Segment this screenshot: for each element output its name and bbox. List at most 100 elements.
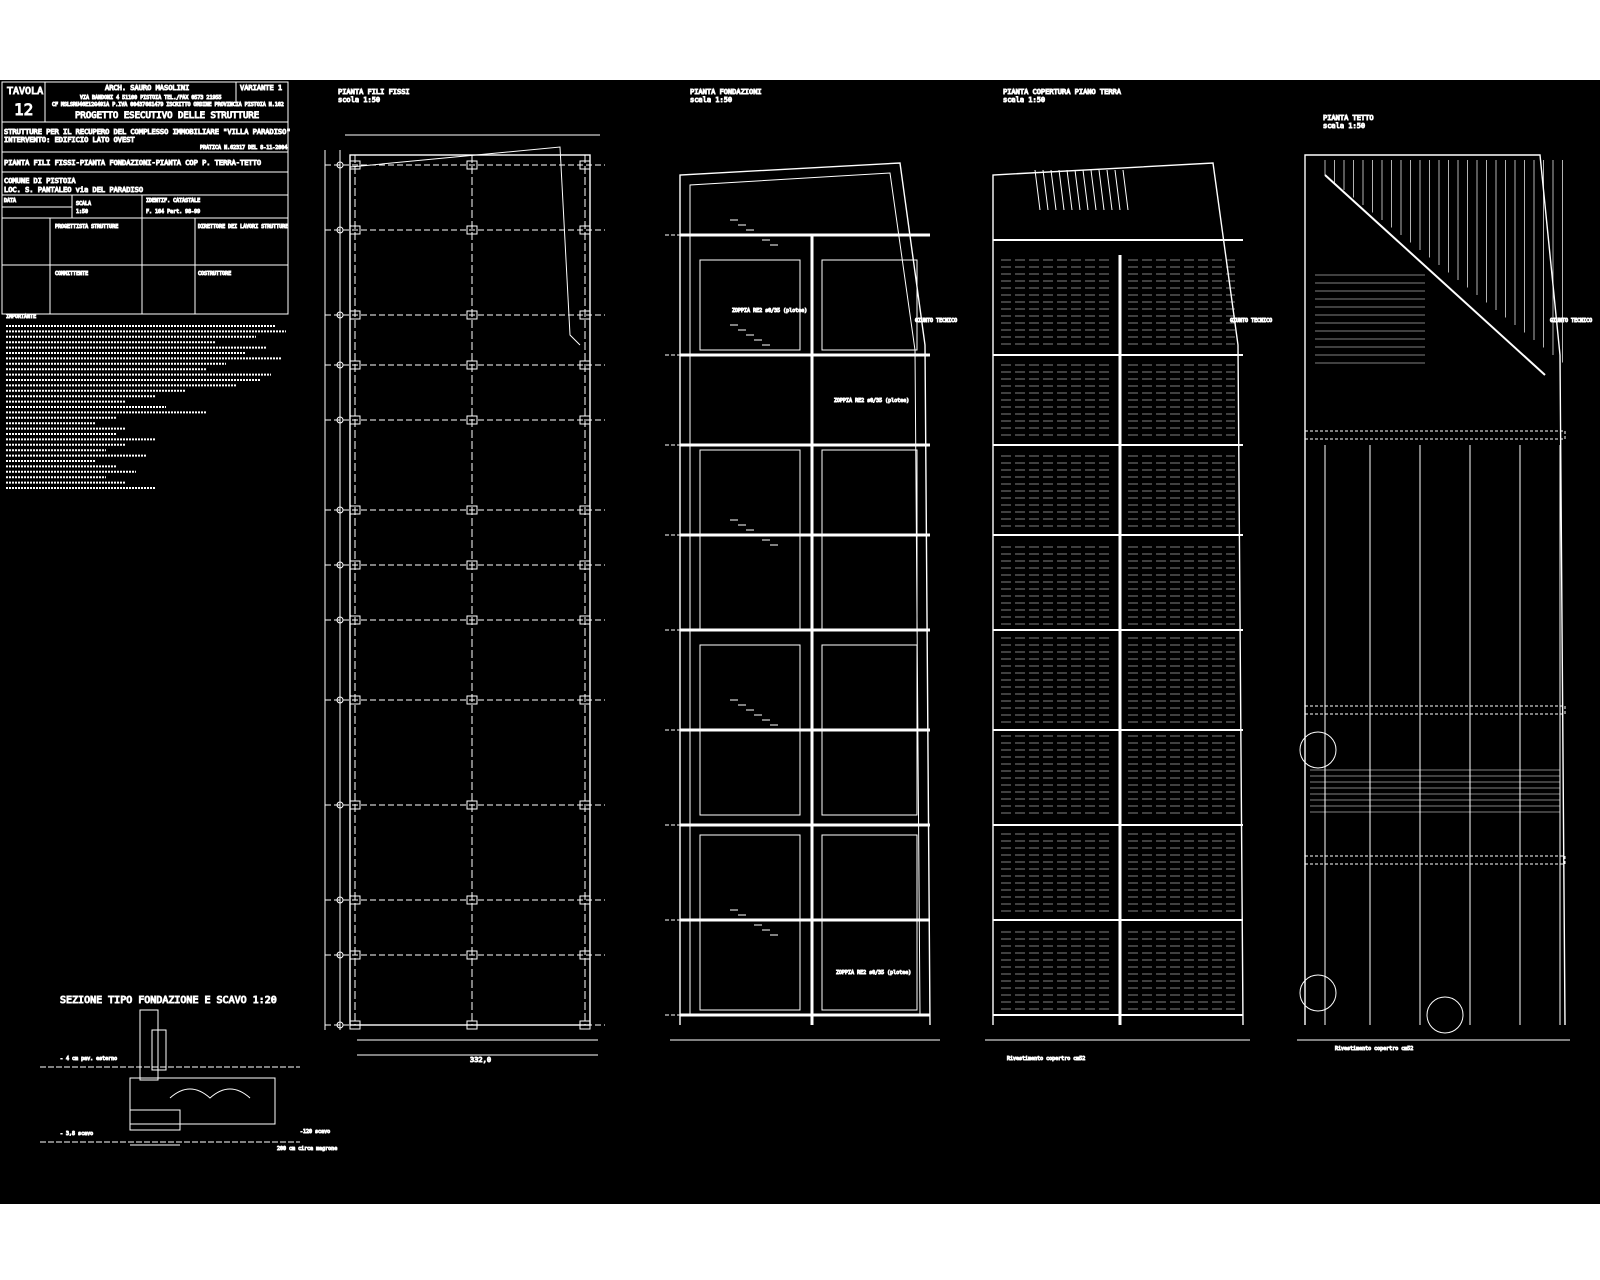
costruttore-label: COSTRUTTORE [198,271,231,277]
column-marker [466,225,478,235]
plan-fili-fissi-scale: scola 1:50 [338,96,380,104]
committente-label: COMMITTENTE [55,271,88,277]
cad-drawing: TAVOLA 12 ARCH. SAURO MASOLINI VIA BANDO… [1,81,1593,1153]
foundation-plinth [699,259,801,351]
plan-tetto-scale: scala 1:50 [1323,122,1365,130]
column-marker [466,415,478,425]
column-marker [579,225,591,235]
project-title: PROGETTO ESECUTIVO DELLE STRUTTURE [75,111,259,121]
tetto-outline [1304,154,1566,1026]
catasto-value: F. 164 Part. 98-99 [146,209,200,215]
wall-cap [151,1029,167,1071]
comune-label: COMUNE DI PISTOIA [4,177,76,185]
fondazioni-label-2: ZOPPIA RE2 s0/35 (plotee) [834,398,909,404]
section-label-1: - 4 cm pav. esterno [60,1056,117,1062]
foundation-plinth [821,834,918,1011]
scala-value: 1:50 [76,209,88,215]
column-marker [579,505,591,515]
project-intervention: INTERVENTO: EDIFICIO LATO OVEST [4,136,135,144]
column-marker [349,225,361,235]
column-marker [349,560,361,570]
plan-fondazioni-scale: scala 1:50 [690,96,732,104]
stair-tread [1034,169,1041,211]
plan-copertura-title: PIANTA COPERTURA PIANO TERRA [1003,88,1122,96]
wall-section [139,1009,159,1081]
project-protocol: PRATICA N.62317 DEL 8-11-2004 [200,145,287,151]
column-marker [349,310,361,320]
detail-callout [1299,731,1337,769]
section-label-3: 200 cm circa magrone [277,1146,337,1152]
fondazioni-label-1: ZOPPIA RE2 s0/35 (plotee) [732,308,807,314]
plan-fili-fissi: PIANTA FILI FISSI scola 1:50 332,0 [324,88,605,1065]
column-marker [466,695,478,705]
column-marker [349,800,361,810]
scala-label: SCALA [76,201,91,207]
section-label-2: - 3,8 scavo [60,1131,93,1137]
foundation-plinth [699,644,801,816]
plan-copertura: PIANTA COPERTURA PIANO TERRA scala 1:50 … [985,88,1273,1063]
plan-skew-line [349,146,581,346]
notes-block: IMPORTANTE [6,314,286,489]
plan-fili-fissi-total: 332,0 [470,1056,491,1064]
ring-beam [1304,855,1566,865]
architect-address: VIA BANDONI 4 51100 PISTOIA TEL./FAX 057… [80,95,221,101]
column-marker [579,160,591,170]
column-marker [579,310,591,320]
column-marker [466,800,478,810]
plan-tetto: PIANTA TETTO scala 1:50 GIUNTO TECNICO R… [1297,114,1593,1053]
column-marker [349,950,361,960]
plan-fili-fissi-title: PIANTA FILI FISSI [338,88,410,96]
roof-outline [992,162,1244,1026]
plan-outline [349,154,591,1026]
foundation-slab [129,1077,276,1125]
plan-tetto-footer: Rivestimento copertro cm52 [1335,1046,1413,1052]
plan-tetto-title: PIANTA TETTO [1323,114,1374,122]
plan-fondazioni-joint: GIUNTO TECNICO [915,318,957,324]
direttore-label: DIRETTORE DEI LAVORI STRUTTURE [198,224,288,230]
column-marker [466,160,478,170]
project-description: STRUTTURE PER IL RECUPERO DEL COMPLESSO … [4,128,291,136]
column-marker [579,1020,591,1030]
stair-tread [1050,169,1057,211]
data-label: DATA [4,198,16,204]
igloo-formwork [169,1088,251,1099]
section-detail: SEZIONE TIPO FONDAZIONE E SCAVO 1:20 - 4… [40,995,338,1153]
column-marker [466,310,478,320]
foundation-plinth [821,449,918,631]
plan-copertura-joint: GIUNTO TECNICO [1230,318,1272,324]
section-label-4: -120 scavo [300,1129,330,1135]
tavola-number: 12 [14,100,33,119]
column-marker [466,1020,478,1030]
column-marker [579,560,591,570]
column-marker [466,360,478,370]
column-marker [466,505,478,515]
foundation-footing [129,1109,181,1131]
stair-tread [1058,169,1065,211]
stair-tread [1122,169,1129,211]
foundation-plinth [821,259,918,351]
hip-rafter [1324,174,1546,376]
detail-callout [1299,974,1337,1012]
plan-fondazioni: PIANTA FONDAZIONI scala 1:50 GIUNTO TECN… [665,88,958,1041]
plan-tetto-joint: GIUNTO TECNICO [1550,318,1592,324]
column-marker [349,415,361,425]
foundation-outline [679,162,931,1026]
column-marker [466,615,478,625]
section-title: SEZIONE TIPO FONDAZIONE E SCAVO 1:20 [60,995,277,1006]
column-marker [579,695,591,705]
column-marker [349,615,361,625]
stair-tread [1098,169,1105,211]
column-marker [349,695,361,705]
plan-copertura-footer: Rivestimento copertro cm52 [1007,1056,1085,1062]
stair-tread [1114,169,1121,211]
stair-tread [1042,169,1049,211]
architect-fiscal: CF MSLSRU46E12G491A P.IVA 00437661479 IS… [52,102,284,108]
fondazioni-label-3: ZOPPIA RE2 s0/35 (plotee) [836,970,911,976]
foundation-plinth [699,449,801,631]
tavola-label: TAVOLA [7,86,43,97]
notes-heading: IMPORTANTE [6,314,36,320]
stair-tread [1090,169,1097,211]
foundation-outline-inner [689,172,921,1016]
column-marker [466,560,478,570]
column-marker [579,360,591,370]
